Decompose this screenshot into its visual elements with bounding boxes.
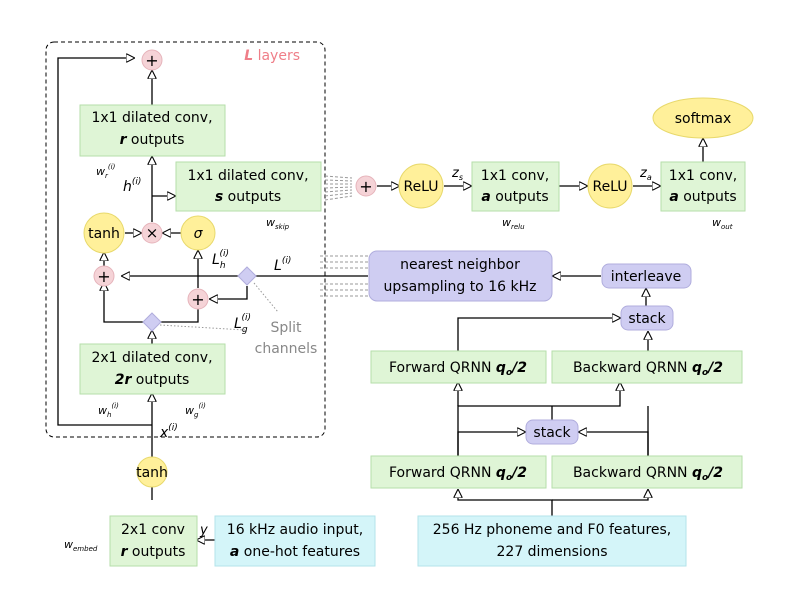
svg-text:a outputs: a outputs [481, 189, 548, 205]
split-diamond-input [142, 312, 162, 332]
relu-node-2: ReLU [587, 163, 633, 209]
softmax-node: softmax [652, 97, 754, 139]
conv-r-block: 1x1 dilated conv, r outputs [79, 104, 226, 157]
sigma-gate: σ [180, 215, 216, 251]
split-diamond-conditioning [237, 266, 257, 286]
relu-conv-block: 1x1 conv, a outputs [471, 161, 560, 212]
svg-text:σ: σ [194, 226, 204, 242]
tanh-gate: tanh [83, 212, 125, 254]
split-pointers [159, 282, 279, 331]
backward-qrnn-bottom: Backward QRNN qo/2 [551, 455, 743, 489]
za-label: za [639, 166, 652, 182]
audio-var-label: y [199, 523, 208, 538]
svg-text:interleave: interleave [611, 269, 682, 285]
svg-text:upsampling to 16 kHz: upsampling to 16 kHz [384, 279, 537, 295]
h-label: h(i) [123, 177, 141, 195]
zs-label: zs [451, 166, 463, 182]
svg-text:×: × [146, 224, 159, 242]
L-label: L(i) [274, 256, 291, 274]
relu-node-1: ReLU [398, 163, 444, 209]
split-channels-label-2: channels [255, 341, 318, 357]
interleave-node: interleave [601, 263, 692, 289]
skip-plus: + [355, 175, 377, 197]
svg-text:+: + [97, 267, 110, 286]
svg-text:2x1 conv: 2x1 conv [121, 522, 185, 538]
layers-label: L layers [244, 48, 300, 64]
weight-g-label: wg(i) [185, 402, 206, 419]
connections [57, 58, 703, 540]
residual-plus: + [141, 49, 163, 71]
svg-text:256 Hz phoneme and F0 features: 256 Hz phoneme and F0 features, [433, 522, 672, 538]
svg-text:r outputs: r outputs [121, 544, 186, 560]
svg-text:Forward QRNN qo/2: Forward QRNN qo/2 [389, 465, 527, 483]
weight-skip-label: wskip [266, 216, 290, 231]
svg-text:Forward QRNN qo/2: Forward QRNN qo/2 [389, 360, 527, 378]
svg-text:ReLU: ReLU [592, 179, 627, 195]
forward-qrnn-top: Forward QRNN qo/2 [370, 350, 547, 384]
out-conv-block: 1x1 conv, a outputs [660, 161, 746, 212]
weight-relu-label: wrelu [502, 216, 525, 231]
svg-text:ReLU: ReLU [403, 179, 438, 195]
conv-2r-block: 2x1 dilated conv, 2r outputs [79, 343, 226, 395]
weight-embed-label: wembed [64, 538, 98, 553]
stack-mid: stack [525, 419, 579, 445]
weight-r-label: wr(i) [96, 163, 116, 180]
svg-text:Backward QRNN qo/2: Backward QRNN qo/2 [573, 465, 723, 483]
embed-conv-block: 2x1 conv r outputs [109, 515, 198, 567]
forward-qrnn-bottom: Forward QRNN qo/2 [370, 455, 547, 489]
upsample-node: nearest neighbor upsampling to 16 kHz [368, 250, 553, 302]
svg-text:stack: stack [628, 311, 666, 327]
svg-text:1x1 dilated conv,: 1x1 dilated conv, [187, 168, 308, 184]
features-input-block: 256 Hz phoneme and F0 features, 227 dime… [417, 515, 687, 567]
residual-connection [57, 58, 152, 426]
svg-text:+: + [191, 290, 204, 309]
svg-text:stack: stack [533, 425, 571, 441]
svg-text:+: + [145, 51, 158, 70]
Lg-label: Lg(i) [234, 313, 251, 335]
stack-top: stack [620, 305, 674, 331]
skip-bundle [324, 175, 353, 201]
svg-text:s outputs: s outputs [215, 189, 281, 205]
times-node: × [141, 222, 163, 244]
backward-qrnn-top: Backward QRNN qo/2 [551, 350, 743, 384]
split-channels-label-1: Split [270, 320, 302, 336]
svg-text:1x1 conv,: 1x1 conv, [669, 168, 737, 184]
gate-plus: + [187, 288, 209, 310]
svg-text:nearest neighbor: nearest neighbor [400, 257, 520, 273]
condition-bundle [320, 255, 368, 297]
filter-plus: + [93, 265, 115, 287]
svg-text:2x1 dilated conv,: 2x1 dilated conv, [91, 350, 212, 366]
svg-text:16 kHz audio input,: 16 kHz audio input, [227, 522, 363, 538]
svg-text:a one-hot features: a one-hot features [230, 544, 360, 560]
Lh-label: Lh(i) [212, 249, 229, 271]
svg-text:1x1 dilated conv,: 1x1 dilated conv, [91, 110, 212, 126]
svg-text:227 dimensions: 227 dimensions [497, 544, 608, 560]
svg-text:Backward QRNN qo/2: Backward QRNN qo/2 [573, 360, 723, 378]
weight-h-label: wh(i) [98, 402, 119, 419]
svg-text:r outputs: r outputs [120, 132, 185, 148]
x-label: x(i) [159, 423, 178, 441]
audio-input-block: 16 kHz audio input, a one-hot features [214, 515, 376, 567]
svg-text:1x1 conv,: 1x1 conv, [481, 168, 549, 184]
svg-text:softmax: softmax [675, 111, 732, 127]
svg-text:+: + [359, 177, 372, 196]
svg-text:tanh: tanh [88, 226, 120, 242]
svg-text:a outputs: a outputs [669, 189, 736, 205]
svg-text:tanh: tanh [136, 465, 168, 481]
conv-s-block: 1x1 dilated conv, s outputs [175, 161, 322, 212]
tanh-embed: tanh [136, 456, 168, 488]
layer-container [45, 41, 326, 438]
weight-out-label: wout [712, 216, 733, 231]
svg-text:2r outputs: 2r outputs [115, 372, 190, 388]
